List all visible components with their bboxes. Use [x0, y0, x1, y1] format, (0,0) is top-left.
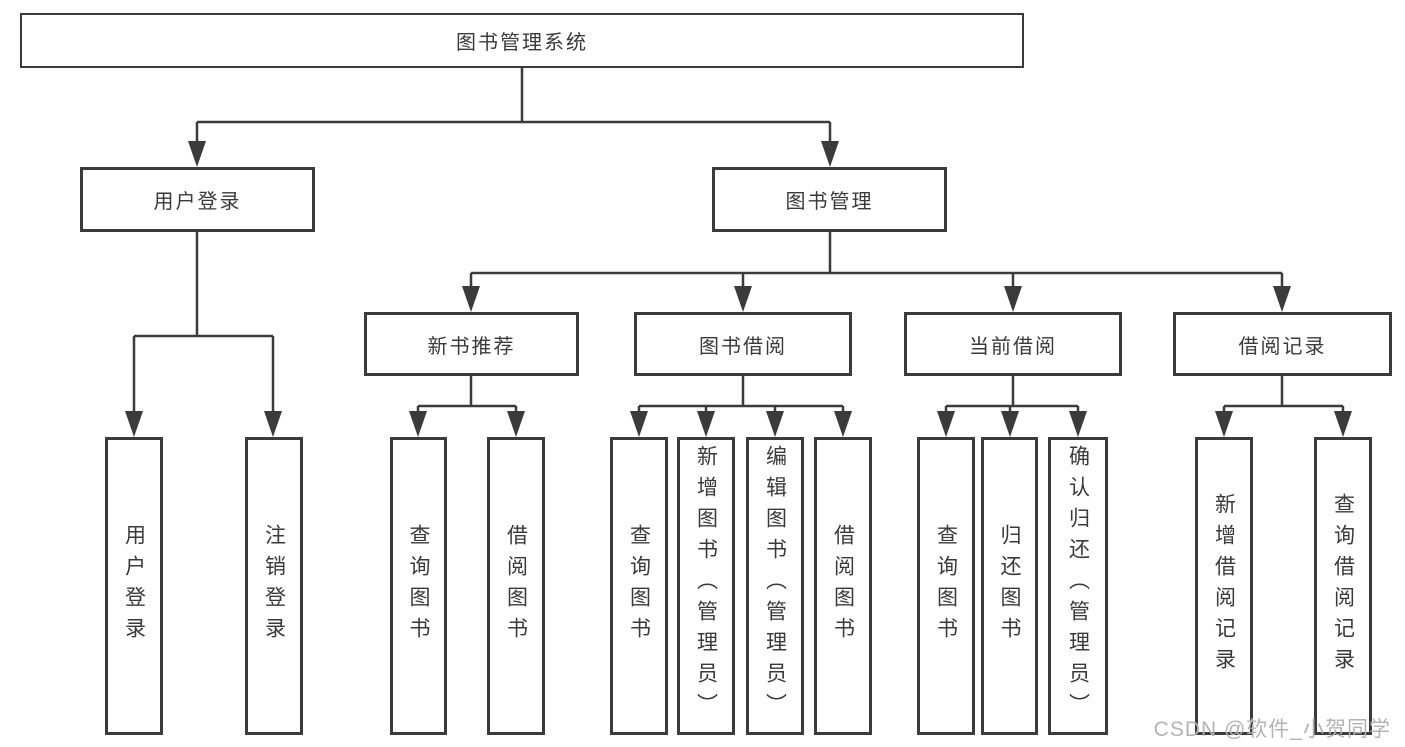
leaf-edit-books-admin: 编辑图书（管理员） — [746, 437, 804, 735]
node-book-management: 图书管理 — [712, 167, 947, 232]
leaf-confirm-return-admin-label: 确认归还（管理员） — [1066, 445, 1090, 724]
node-book-management-label: 图书管理 — [785, 191, 874, 213]
leaf-query-borrow-record: 查询借阅记录 — [1314, 437, 1372, 735]
leaf-user-login-label: 用户登录 — [122, 524, 146, 648]
leaf-return-books: 归还图书 — [981, 437, 1038, 735]
leaf-borrow-books-recommend: 借阅图书 — [487, 437, 545, 735]
node-new-book-recommend: 新书推荐 — [364, 312, 579, 376]
leaf-add-books-admin: 新增图书（管理员） — [677, 437, 735, 735]
leaf-query-books-recommend-label: 查询图书 — [407, 524, 430, 648]
leaf-query-books-borrowing-label: 查询图书 — [627, 524, 651, 648]
leaf-user-login: 用户登录 — [105, 437, 163, 735]
connector-shafts — [132, 68, 1345, 432]
node-library-system: 图书管理系统 — [20, 13, 1024, 68]
leaf-query-books-borrowing: 查询图书 — [610, 437, 668, 735]
leaf-add-books-admin-label: 新增图书（管理员） — [694, 445, 718, 724]
leaf-query-books-recommend: 查询图书 — [390, 437, 447, 735]
node-user-login-label: 用户登录 — [153, 191, 242, 213]
node-book-borrowing-label: 图书借阅 — [699, 335, 787, 358]
node-borrowing-records-label: 借阅记录 — [1238, 335, 1327, 358]
node-book-borrowing: 图书借阅 — [634, 312, 852, 376]
leaf-add-borrow-record: 新增借阅记录 — [1195, 437, 1253, 735]
leaf-query-borrow-record-label: 查询借阅记录 — [1331, 493, 1355, 679]
leaf-logout-label: 注销登录 — [262, 524, 286, 648]
leaf-query-books-current-label: 查询图书 — [934, 524, 958, 648]
leaf-borrow-books: 借阅图书 — [814, 437, 872, 735]
node-library-system-label: 图书管理系统 — [456, 32, 588, 54]
leaf-return-books-label: 归还图书 — [998, 524, 1021, 648]
leaf-borrow-books-recommend-label: 借阅图书 — [504, 524, 528, 648]
leaf-borrow-books-label: 借阅图书 — [831, 524, 855, 648]
node-user-login: 用户登录 — [80, 167, 315, 232]
leaf-query-books-current: 查询图书 — [917, 437, 975, 735]
node-new-book-recommend-label: 新书推荐 — [427, 335, 516, 358]
watermark: CSDN @软件_小贺同学 — [1153, 718, 1391, 741]
node-current-borrowing: 当前借阅 — [904, 312, 1122, 376]
leaf-logout: 注销登录 — [245, 437, 303, 735]
leaf-edit-books-admin-label: 编辑图书（管理员） — [763, 445, 787, 724]
leaf-add-borrow-record-label: 新增借阅记录 — [1212, 493, 1236, 679]
arrowheads — [125, 141, 1352, 437]
leaf-confirm-return-admin: 确认归还（管理员） — [1048, 437, 1108, 735]
node-current-borrowing-label: 当前借阅 — [969, 335, 1057, 358]
node-borrowing-records: 借阅记录 — [1173, 312, 1392, 376]
